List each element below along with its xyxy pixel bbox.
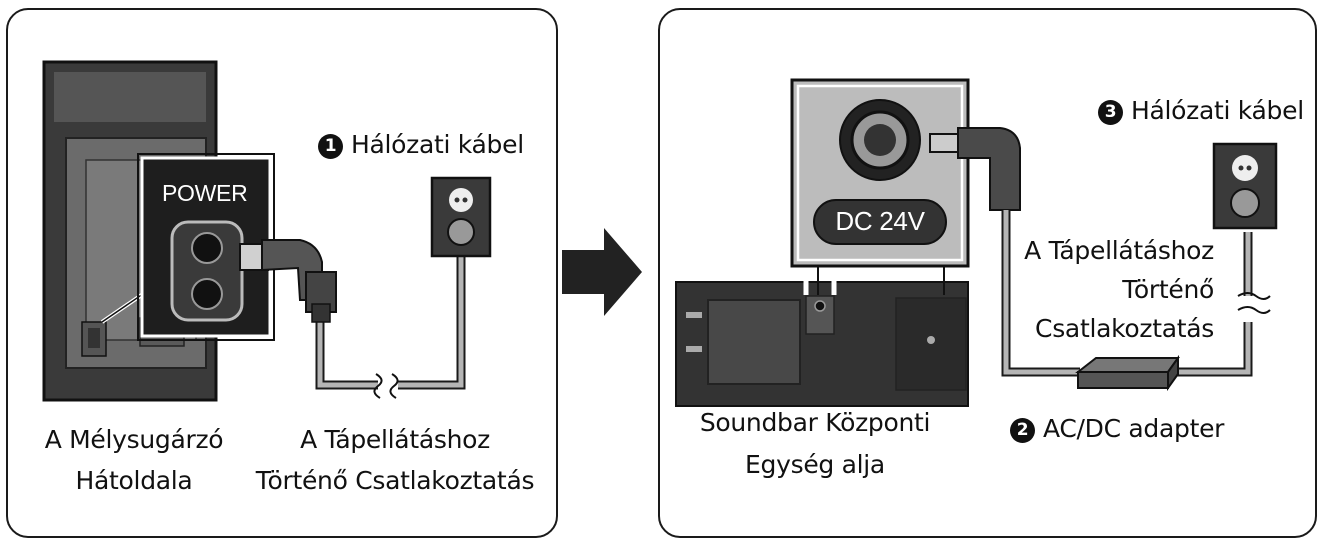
- dc-port-callout: [790, 78, 970, 295]
- arrow-right-icon: [562, 228, 642, 316]
- soundbar-caption-1: Soundbar Központi: [699, 408, 931, 437]
- step-badge-3: 3: [1098, 100, 1123, 125]
- soundbar-bottom: [675, 260, 969, 407]
- power-cable-left: [239, 239, 466, 399]
- cable-label-text-left: Hálózati kábel: [351, 130, 524, 159]
- adapter-icon: [1075, 354, 1180, 392]
- adapter-label: 2 AC/DC adapter: [1010, 414, 1224, 444]
- wall-socket-icon: [1212, 142, 1278, 230]
- cable-label-right: 3 Hálózati kábel: [1098, 96, 1304, 126]
- soundbar-caption-2: Egység alja: [745, 450, 885, 479]
- wall-socket-icon: [430, 176, 492, 258]
- cable-label-text-right: Hálózati kábel: [1131, 96, 1304, 125]
- right-panel: [658, 8, 1317, 538]
- right-power-caption-2: Történő: [1122, 275, 1214, 304]
- power-connection-caption-2: Történő Csatlakoztatás: [255, 466, 535, 495]
- right-power-caption-1: A Tápellátáshoz: [1024, 236, 1214, 265]
- power-connection-caption-1: A Tápellátáshoz: [300, 425, 490, 454]
- subwoofer-caption-1: A Mélysugárzó: [44, 425, 224, 454]
- step-badge-1: 1: [318, 134, 343, 159]
- cable-label-left: 1 Hálózati kábel: [318, 130, 524, 160]
- right-power-caption-3: Csatlakoztatás: [1035, 314, 1214, 343]
- step-badge-2: 2: [1010, 418, 1035, 443]
- subwoofer-caption-2: Hátoldala: [75, 466, 193, 495]
- adapter-label-text: AC/DC adapter: [1043, 414, 1225, 443]
- power-label: POWER: [162, 180, 248, 206]
- dc-cable: [929, 127, 1271, 377]
- dc-label: DC 24V: [835, 206, 925, 236]
